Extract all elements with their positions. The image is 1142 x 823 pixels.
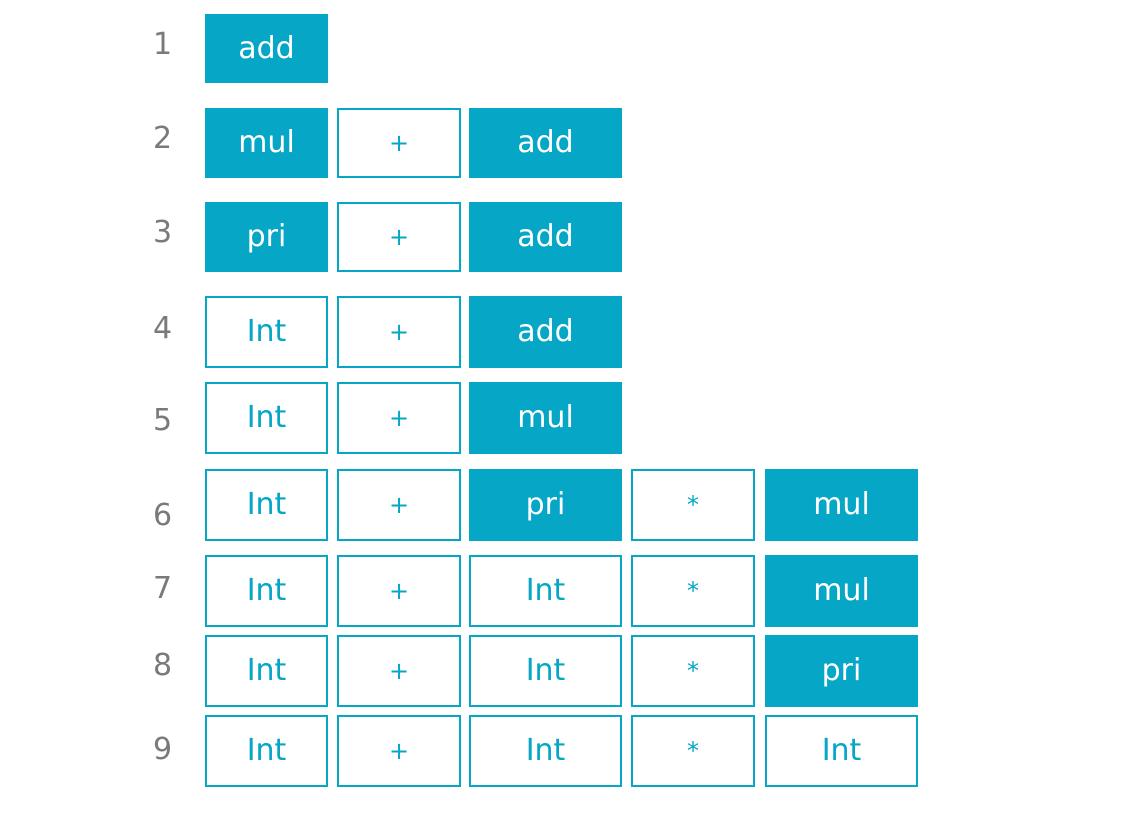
nonterminal-cell: pri [765,635,918,707]
terminal-cell: Int [469,635,622,707]
terminal-cell: Int [205,382,328,454]
terminal-cell: Int [765,715,918,787]
terminal-cell: Int [205,469,328,541]
nonterminal-cell: add [469,108,622,178]
row-number: 4 [153,311,173,346]
nonterminal-cell: mul [469,382,622,454]
operator-cell: * [631,715,755,787]
operator-cell: + [337,555,461,627]
row-number: 1 [153,27,173,62]
nonterminal-cell: mul [765,469,918,541]
row-number: 6 [153,498,173,533]
nonterminal-cell: add [469,202,622,272]
nonterminal-cell: add [205,14,328,83]
row-number: 3 [153,215,173,250]
terminal-cell: Int [469,715,622,787]
operator-cell: + [337,715,461,787]
nonterminal-cell: pri [469,469,622,541]
operator-cell: + [337,202,461,272]
row-number: 2 [153,121,173,156]
row-number: 5 [153,403,173,438]
terminal-cell: Int [205,296,328,368]
operator-cell: + [337,469,461,541]
operator-cell: + [337,635,461,707]
row-number: 7 [153,571,173,606]
operator-cell: + [337,108,461,178]
terminal-cell: Int [205,715,328,787]
operator-cell: * [631,469,755,541]
nonterminal-cell: pri [205,202,328,272]
row-number: 9 [153,732,173,767]
row-number: 8 [153,648,173,683]
terminal-cell: Int [469,555,622,627]
nonterminal-cell: mul [205,108,328,178]
nonterminal-cell: mul [765,555,918,627]
nonterminal-cell: add [469,296,622,368]
terminal-cell: Int [205,635,328,707]
operator-cell: * [631,555,755,627]
terminal-cell: Int [205,555,328,627]
operator-cell: * [631,635,755,707]
operator-cell: + [337,382,461,454]
operator-cell: + [337,296,461,368]
